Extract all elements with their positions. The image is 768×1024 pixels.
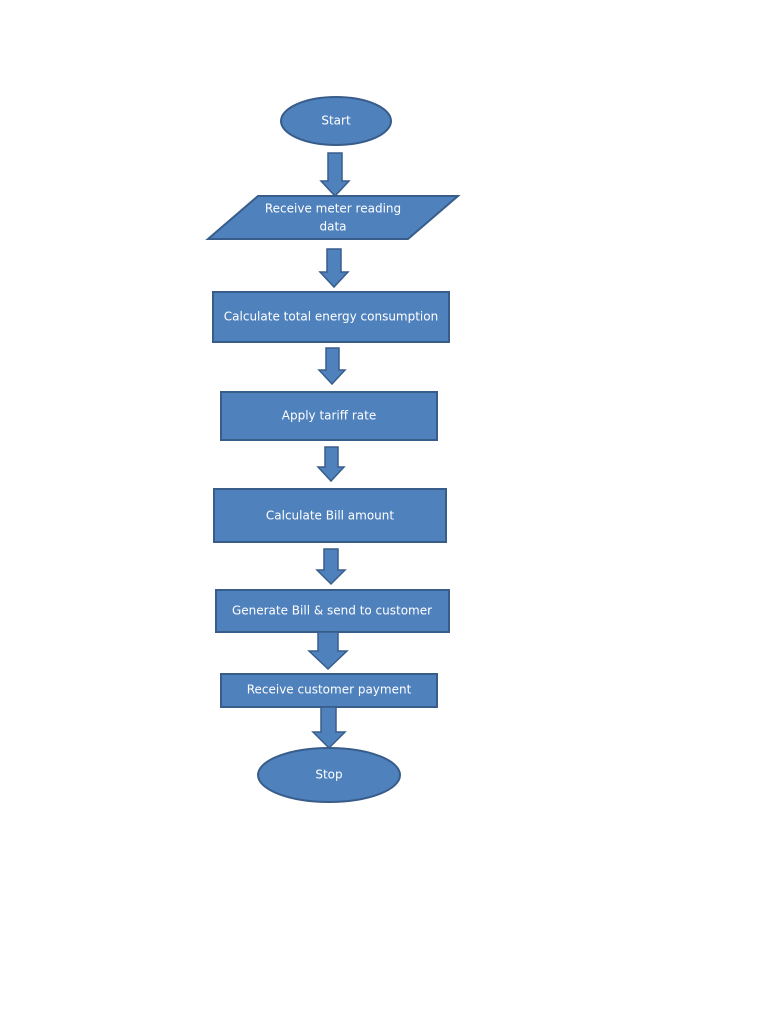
receive-meter-label-line2: data bbox=[319, 220, 346, 234]
calc-energy-process-shape bbox=[212, 291, 450, 343]
arrow-start-to-receive-meter bbox=[319, 152, 351, 198]
stop-label: Stop bbox=[315, 768, 342, 782]
calc-bill-node: Calculate Bill amount bbox=[213, 488, 447, 543]
start-terminator-shape bbox=[280, 96, 392, 146]
arrow-calc-bill-to-generate-bill bbox=[315, 548, 347, 586]
calc-bill-process-shape bbox=[213, 488, 447, 543]
start-label: Start bbox=[321, 114, 351, 128]
arrow-receive-meter-to-calc-energy bbox=[318, 248, 350, 289]
calc-energy-node: Calculate total energy consumption bbox=[212, 291, 450, 343]
receive-meter-data-shape bbox=[205, 195, 461, 240]
receive-payment-label: Receive customer payment bbox=[247, 683, 412, 697]
arrow-generate-bill-to-receive-payment bbox=[307, 631, 349, 671]
apply-tariff-node: Apply tariff rate bbox=[220, 391, 438, 441]
calc-energy-label: Calculate total energy consumption bbox=[224, 310, 438, 324]
stop-node: Stop bbox=[257, 747, 401, 803]
stop-terminator-shape bbox=[257, 747, 401, 803]
arrow-calc-energy-to-apply-tariff bbox=[317, 347, 347, 386]
generate-bill-node: Generate Bill & send to customer bbox=[215, 589, 450, 633]
start-node: Start bbox=[280, 96, 392, 146]
apply-tariff-label: Apply tariff rate bbox=[282, 409, 376, 423]
apply-tariff-process-shape bbox=[220, 391, 438, 441]
arrow-receive-payment-to-stop bbox=[311, 706, 347, 750]
receive-payment-node: Receive customer payment bbox=[220, 673, 438, 708]
receive-payment-process-shape bbox=[220, 673, 438, 708]
calc-bill-label: Calculate Bill amount bbox=[266, 509, 395, 523]
receive-meter-label-line1: Receive meter reading bbox=[265, 202, 401, 216]
arrow-apply-tariff-to-calc-bill bbox=[316, 446, 346, 483]
generate-bill-label: Generate Bill & send to customer bbox=[232, 604, 432, 618]
receive-meter-node: Receive meter reading data bbox=[205, 195, 461, 240]
